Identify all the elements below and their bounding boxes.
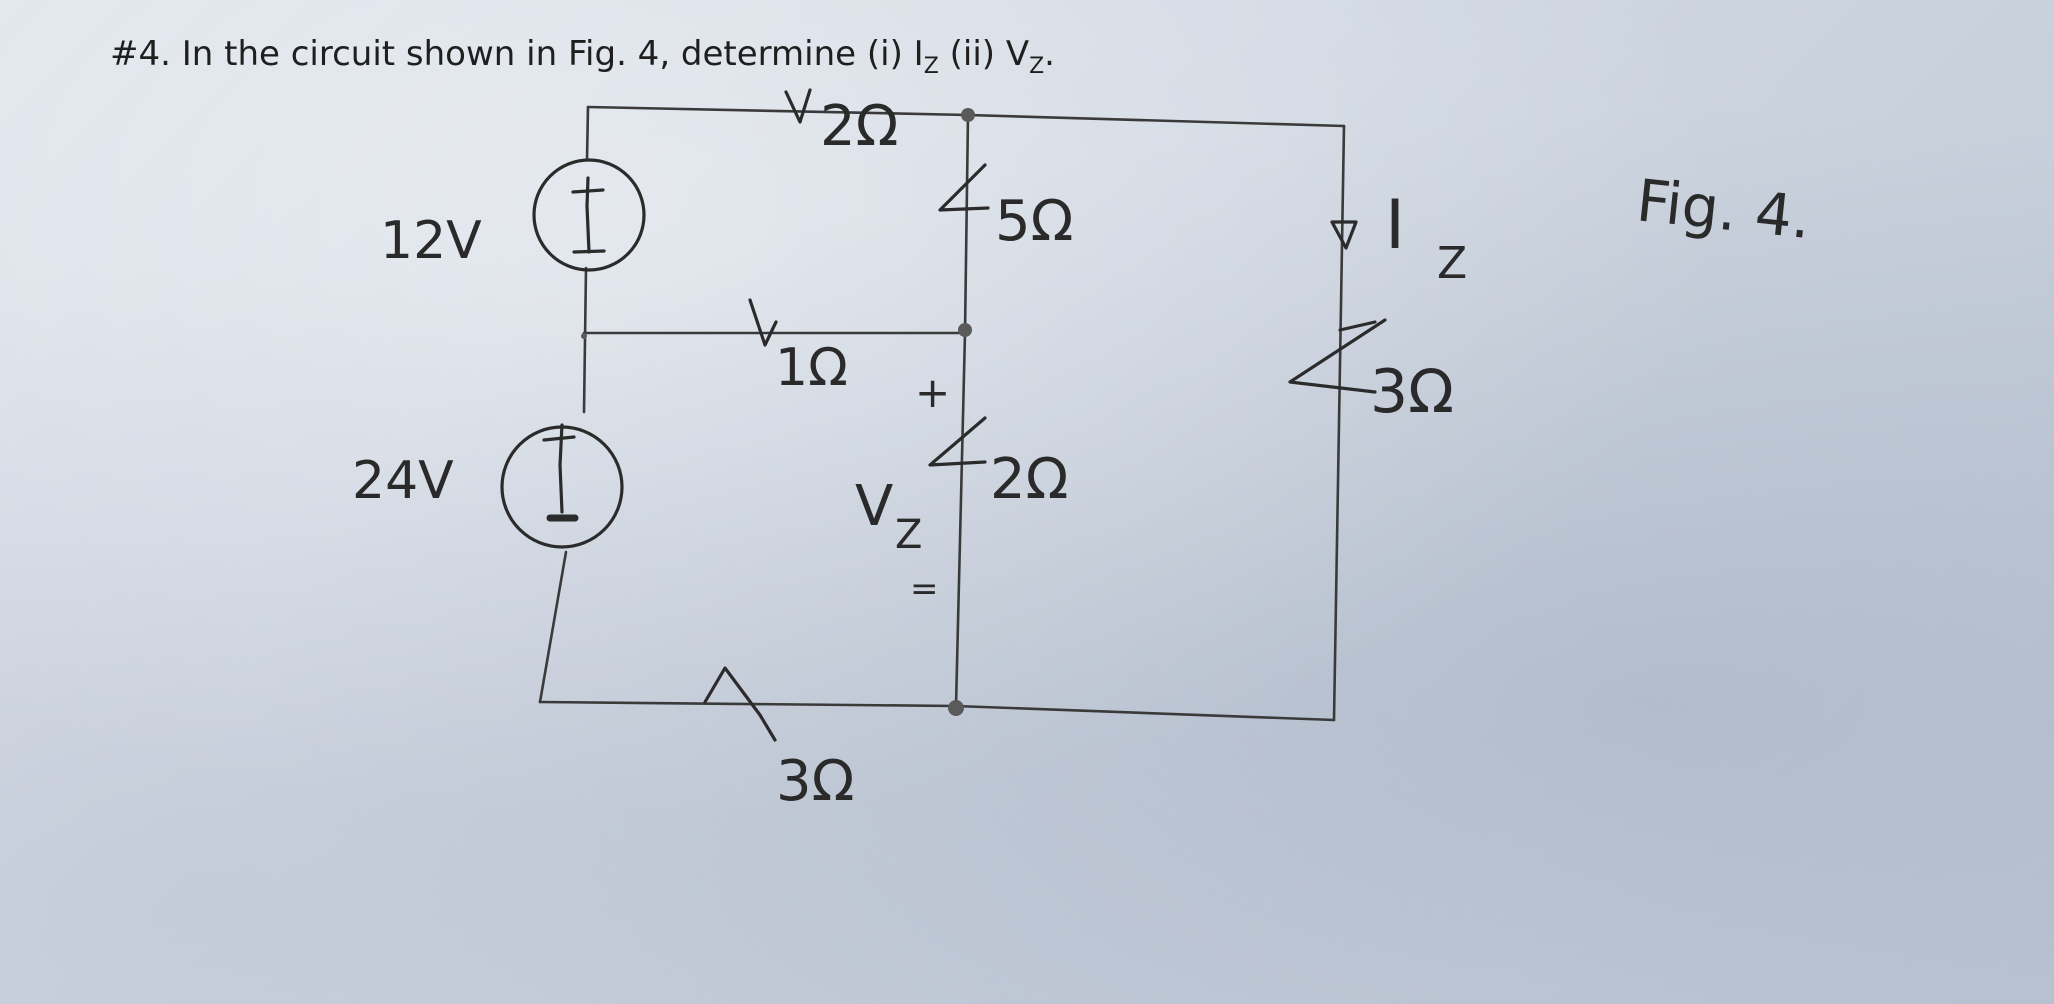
node-bottom xyxy=(948,700,964,716)
source-12v: 12V xyxy=(380,158,646,272)
source-24v-body xyxy=(558,463,564,514)
problem-statement: #4. In the circuit shown in Fig. 4, dete… xyxy=(110,34,1055,79)
current-arrow-icon xyxy=(1330,220,1358,250)
resistor-top-symbol xyxy=(784,88,812,124)
source-12v-circle xyxy=(532,158,646,272)
current-iz: I Z xyxy=(1330,186,1467,289)
current-label-main: I xyxy=(1385,186,1405,265)
wire-left-bottom xyxy=(538,550,568,704)
wire-top-left xyxy=(586,105,970,117)
figure-label: Fig. 4. xyxy=(1634,166,1814,252)
node-middle xyxy=(958,323,972,337)
wire-right-vertical xyxy=(1332,124,1346,722)
voltage-vz: V Z = xyxy=(855,474,939,609)
voltage-label-main: V xyxy=(855,474,893,539)
source-24v-label: 24V xyxy=(352,451,454,511)
voltage-minus: = xyxy=(910,569,939,609)
voltage-label-sub: Z xyxy=(895,512,922,558)
source-12v-label: 12V xyxy=(380,211,482,271)
resistor-3-right-label: 3Ω xyxy=(1370,357,1454,427)
source-24v: 24V xyxy=(352,423,624,549)
resistor-5-label: 5Ω xyxy=(995,189,1073,254)
wire-left-top xyxy=(585,105,590,162)
resistor-2-label: 2Ω xyxy=(990,447,1068,512)
wire-top-right xyxy=(966,113,1346,128)
wire-bottom-left xyxy=(538,700,958,708)
wire-bottom-right xyxy=(954,704,1336,722)
source-12v-body xyxy=(585,204,591,254)
resistor-1-plus: + xyxy=(915,368,950,417)
wire-left-mid xyxy=(582,266,588,414)
source-24v-plus-h xyxy=(542,435,576,442)
resistor-3-bottom-symbol xyxy=(703,666,777,742)
resistor-3-right-symbol xyxy=(1288,318,1387,394)
node-top xyxy=(961,108,975,122)
source-24v-plus-v xyxy=(558,423,564,467)
resistor-1-symbol xyxy=(748,298,778,347)
source-12v-plus-v xyxy=(585,176,590,208)
resistor-5-symbol xyxy=(938,163,990,212)
source-12v-minus xyxy=(572,249,606,254)
resistor-top-label: 2Ω xyxy=(820,94,898,159)
resistor-1-label: 1Ω xyxy=(775,338,848,398)
current-label-sub: Z xyxy=(1437,238,1467,289)
wire-center-vertical xyxy=(954,113,970,708)
resistor-3-bottom-label: 3Ω xyxy=(776,749,854,814)
resistor-2-symbol xyxy=(928,416,987,467)
node-left-middle xyxy=(581,333,587,339)
